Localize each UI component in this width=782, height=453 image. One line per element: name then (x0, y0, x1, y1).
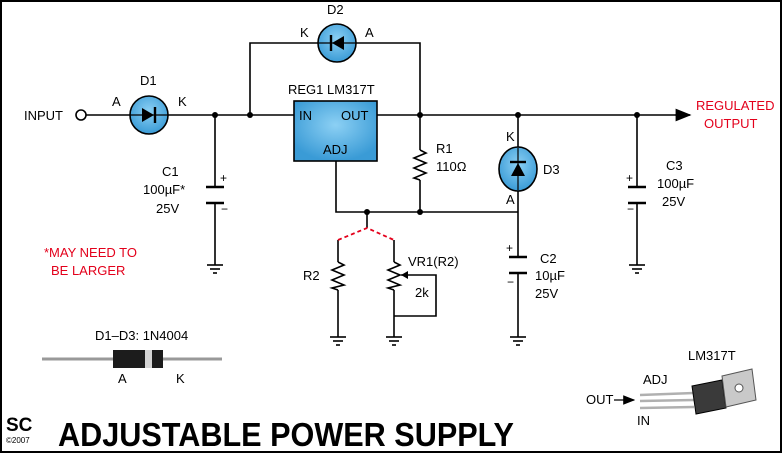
resistor-r1 (411, 149, 429, 181)
reg-in-pin: IN (299, 108, 312, 123)
selection-link (337, 227, 395, 241)
c2-name: C2 (540, 251, 557, 266)
sc-logo: SC (6, 415, 33, 436)
wires (86, 42, 692, 337)
vr1-name: VR1(R2) (408, 254, 459, 269)
ground-symbols (207, 264, 645, 346)
reg-out-pin: OUT (341, 108, 369, 123)
svg-text:−: − (221, 202, 228, 216)
c3-voltage: 25V (662, 194, 685, 209)
lm317t-package-drawing (639, 368, 757, 415)
capacitor-c2: + − (506, 241, 527, 289)
d1-anode-label: A (112, 94, 121, 109)
c1-name: C1 (162, 164, 179, 179)
vr1-wiper-arrow (401, 271, 408, 279)
d2-label: D2 (327, 2, 344, 17)
diode-part-anode: A (118, 371, 127, 386)
pinout-adj: ADJ (643, 372, 668, 387)
input-label: INPUT (24, 108, 63, 123)
pinout-title: LM317T (688, 348, 736, 363)
note-line1: *MAY NEED TO (44, 245, 137, 260)
diode-part-cathode: K (176, 371, 185, 386)
r2-name: R2 (303, 268, 320, 283)
c1-value: 100µF* (143, 182, 185, 197)
reg-title: REG1 LM317T (288, 82, 375, 97)
c1-voltage: 25V (156, 201, 179, 216)
reg-adj-pin: ADJ (323, 142, 348, 157)
svg-text:−: − (507, 275, 514, 289)
svg-text:+: + (506, 241, 513, 255)
output-label-line1: REGULATED (696, 98, 775, 113)
d1-label: D1 (140, 73, 157, 88)
c2-voltage: 25V (535, 286, 558, 301)
vr1-value: 2k (415, 285, 429, 300)
d1-cathode-label: K (178, 94, 187, 109)
page-title: ADJUSTABLE POWER SUPPLY (58, 416, 514, 453)
d3-cathode-label: K (506, 129, 515, 144)
capacitor-c1: + − (206, 171, 228, 216)
c2-value: 10µF (535, 268, 565, 283)
svg-text:−: − (627, 202, 634, 216)
diode-part-label: D1–D3: 1N4004 (95, 328, 188, 343)
c3-value: 100µF (657, 176, 694, 191)
r1-value: 110Ω (436, 159, 467, 174)
copyright: ©2007 (6, 436, 30, 445)
d3-anode-label: A (506, 192, 515, 207)
c3-name: C3 (666, 158, 683, 173)
junction-dots (212, 112, 640, 215)
output-label-line2: OUTPUT (704, 116, 758, 131)
diode-package-drawing (42, 350, 222, 368)
resistor-r2 (329, 261, 347, 291)
regulator-reg1 (293, 100, 378, 162)
pinout-in: IN (637, 413, 650, 428)
capacitor-c3: + − (626, 171, 646, 216)
note-line2: BE LARGER (51, 263, 125, 278)
potentiometer-vr1 (385, 261, 403, 291)
d2-anode-label: A (365, 25, 374, 40)
r1-name: R1 (436, 141, 453, 156)
svg-text:+: + (220, 171, 227, 185)
pinout-out: OUT (586, 392, 614, 407)
d3-label: D3 (543, 162, 560, 177)
diode-d2 (317, 23, 357, 63)
diode-d1 (129, 95, 169, 135)
diode-d3 (498, 146, 538, 192)
input-terminal (75, 109, 87, 121)
svg-text:+: + (626, 171, 633, 185)
d2-cathode-label: K (300, 25, 309, 40)
